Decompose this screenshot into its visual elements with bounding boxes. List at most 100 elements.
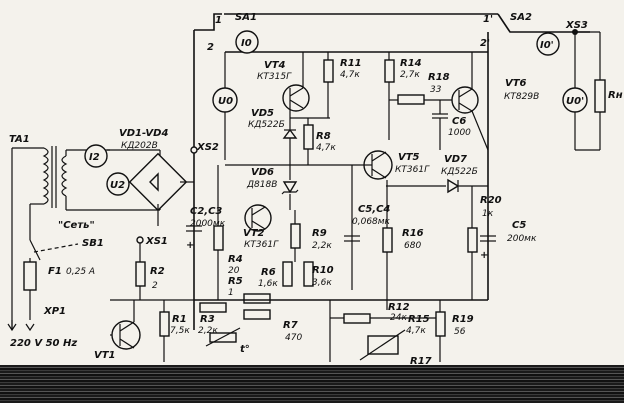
sa2-label: SA2 — [510, 12, 532, 23]
r9-name: R9 — [312, 228, 327, 239]
load-resistor-rn — [594, 79, 606, 113]
resistor-r12 — [343, 313, 371, 324]
r1-value: 7,5к — [170, 326, 190, 336]
resistor-r8 — [303, 124, 314, 150]
c2c3-value: 2000мк — [190, 219, 226, 229]
r19-value: 56 — [454, 327, 466, 337]
meter-u0-label: U0 — [218, 96, 233, 107]
sb1-name: SB1 — [82, 238, 104, 249]
bridge-name: VD1-VD4 — [119, 128, 168, 139]
sa1-pin2: 2 — [207, 42, 214, 53]
r10-name: R10 — [312, 265, 334, 276]
resistor-r6 — [282, 261, 293, 287]
vt6-name: VT6 — [505, 78, 527, 89]
r17-name: R17 — [410, 356, 432, 367]
r2-value: 2 — [152, 281, 158, 291]
r11-name: R11 — [340, 58, 362, 69]
vt4-type: КТ315Г — [257, 72, 292, 82]
r5-name: R5 — [228, 276, 243, 287]
r4-value: 20 — [228, 266, 240, 276]
f1-name: F1 — [48, 266, 62, 277]
vd7-type: КД522Б — [441, 167, 478, 177]
resistor-r1 — [159, 311, 170, 337]
scan-noise-band — [0, 365, 624, 403]
vd6-type: Д818В — [246, 180, 277, 190]
sa1-label: SA1 — [235, 12, 257, 23]
r4-name: R4 — [228, 254, 243, 265]
c4-name: C5,C4 — [358, 204, 390, 215]
r8-value: 4,7к — [316, 143, 336, 153]
transistor-vt6 — [451, 86, 479, 114]
transistor-vt4 — [282, 84, 310, 112]
r18-value: 33 — [430, 85, 442, 95]
c6-name: C6 — [452, 116, 466, 127]
c2c3-name: C2,C3 — [190, 206, 222, 217]
resistor-r16 — [382, 227, 393, 253]
r20-name: R20 — [480, 195, 502, 206]
c4-value: 0,068мк — [352, 217, 391, 227]
vt2-type: КТ361Г — [244, 240, 279, 250]
voltmeter-u0p — [562, 87, 588, 113]
xs2-label: XS2 — [196, 142, 219, 153]
resistor-r9 — [290, 223, 301, 249]
r9-value: 2,2к — [312, 241, 332, 251]
resistor-r18 — [397, 94, 425, 105]
vd5-name: VD5 — [251, 108, 274, 119]
r16-name: R16 — [402, 228, 424, 239]
vd7-name: VD7 — [444, 154, 467, 165]
vt2-name: VT2 — [243, 228, 265, 239]
resistor-r14 — [384, 59, 395, 83]
meter-i0-label: I0 — [241, 38, 252, 49]
r12-value: 24к — [390, 313, 407, 323]
r14-value: 2,7к — [400, 70, 420, 80]
r8-name: R8 — [316, 131, 331, 142]
meter-u2-label: U2 — [110, 180, 125, 191]
r18-name: R18 — [428, 72, 450, 83]
resistor-r3 — [199, 302, 227, 313]
r6-value: 1,6к — [258, 279, 278, 289]
vd6-name: VD6 — [251, 167, 274, 178]
ammeter-i0 — [235, 30, 259, 54]
r1-name: R1 — [172, 314, 187, 325]
zener-vd6 — [282, 181, 298, 194]
diode-vd5 — [282, 128, 298, 139]
c2c3-plus: + — [186, 240, 194, 251]
bridge-type: КД202В — [121, 141, 158, 151]
fuse-f1 — [23, 261, 37, 291]
vt1-name: VT1 — [94, 350, 116, 361]
rn-label: Rн — [608, 90, 623, 101]
ammeter-i2 — [84, 144, 108, 168]
meter-i2-label: I2 — [89, 152, 100, 163]
r3-value: 2,2к — [198, 326, 218, 336]
vt4-name: VT4 — [264, 60, 286, 71]
vt5-name: VT5 — [398, 152, 420, 163]
meter-u0p-label: U0' — [566, 96, 584, 107]
r20-value: 1к — [482, 209, 494, 219]
r14-name: R14 — [400, 58, 422, 69]
r3-name: R3 — [200, 314, 215, 325]
resistor-r20 — [467, 227, 478, 253]
c5-plus: + — [480, 250, 488, 261]
r5-value: 1 — [228, 288, 234, 298]
r19-name: R19 — [452, 314, 474, 325]
resistor-r19 — [435, 311, 446, 337]
mains-label: 220 V 50 Hz — [10, 338, 77, 349]
r16-value: 680 — [404, 241, 421, 251]
vt5-type: КТ361Г — [395, 165, 430, 175]
resistor-r11 — [323, 59, 334, 83]
resistor-r7 — [243, 309, 271, 320]
xp1-label: XP1 — [43, 306, 66, 317]
r2-name: R2 — [150, 266, 165, 277]
r11-value: 4,7к — [340, 70, 360, 80]
sa1-pin1: 1 — [215, 15, 222, 26]
resistor-r10 — [303, 261, 314, 287]
f1-value: 0,25 А — [66, 267, 95, 277]
bridge-diode-symbol — [149, 172, 159, 192]
vt6-type: КТ829В — [504, 92, 539, 102]
sa2-pin2: 2' — [480, 38, 490, 49]
vd5-type: КД522Б — [248, 120, 285, 130]
sa2-pin1: 1' — [483, 14, 493, 25]
voltmeter-u2 — [106, 172, 130, 196]
